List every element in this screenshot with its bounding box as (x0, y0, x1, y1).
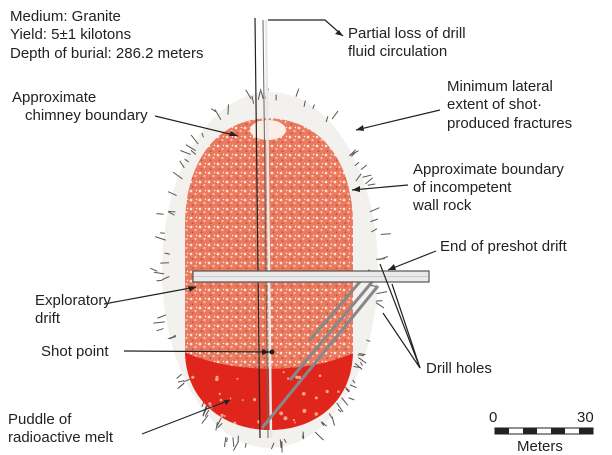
melt-speckle (342, 425, 344, 427)
fracture-tick (338, 409, 341, 412)
incompetent-label-1: Approximate boundary (413, 161, 564, 178)
fracture-tick (153, 322, 164, 323)
scale-unit: Meters (517, 438, 563, 455)
melt-speckle (214, 425, 216, 427)
incompetent-label-2: of incompetent (413, 179, 512, 196)
min-lateral-label-3: produced fractures (447, 115, 572, 132)
fracture-tick (245, 443, 246, 448)
melt-speckle (293, 419, 295, 421)
fracture-tick (332, 111, 338, 119)
melt-speckle (279, 411, 283, 415)
melt-speckle (315, 396, 318, 399)
fracture-tick (349, 398, 355, 400)
scale-start: 0 (489, 409, 497, 426)
min-lateral-label-1: Minimum lateral (447, 78, 553, 95)
exploratory-drift (193, 271, 429, 282)
exploratory-label-2: drift (35, 310, 61, 327)
puddle-label-2: radioactive melt (8, 429, 114, 446)
scale-bar: 0 30 Meters (489, 409, 594, 455)
partial-loss-label-2: fluid circulation (348, 43, 447, 60)
depth-text: Depth of burial: 286.2 meters (10, 45, 203, 62)
fracture-tick (150, 268, 157, 271)
scale-end: 30 (577, 409, 594, 426)
fracture-tick (376, 303, 384, 308)
fracture-tick (315, 432, 323, 440)
melt-speckle (294, 422, 296, 424)
fracture-tick (365, 178, 372, 184)
fracture-tick (381, 234, 391, 235)
melt-speckle (326, 390, 329, 393)
melt-speckle (219, 393, 221, 395)
melt-speckle (191, 376, 194, 379)
melt-speckle (284, 416, 288, 420)
melt-speckle (253, 398, 256, 401)
fracture-tick (368, 184, 376, 185)
exploratory-label-1: Exploratory (35, 292, 111, 309)
fracture-tick (157, 315, 166, 318)
drill-holes-label: Drill holes (426, 360, 492, 377)
melt-speckle (230, 398, 232, 400)
melt-speckle (220, 399, 223, 402)
melt-speckle (302, 392, 306, 396)
fracture-tick (224, 437, 225, 447)
fracture-tick (358, 355, 364, 356)
fracture-tick (177, 374, 182, 379)
chimney-boundary-label-1: Approximate (12, 89, 96, 106)
fracture-tick (227, 438, 228, 442)
fracture-tick (156, 329, 163, 331)
fracture-tick (379, 257, 388, 260)
melt-speckle (200, 414, 202, 416)
melt-speckle (283, 371, 285, 373)
puddle-label-1: Puddle of (8, 411, 72, 428)
melt-speckle (236, 378, 238, 380)
partial-loss-label-1: Partial loss of drill (348, 25, 466, 42)
fracture-tick (296, 89, 299, 97)
melt-speckle (337, 390, 340, 393)
melt-speckle (319, 374, 322, 377)
fracture-tick (178, 381, 184, 383)
fracture-tick (169, 211, 176, 212)
melt-speckle (224, 415, 226, 417)
melt-speckle (215, 378, 219, 382)
test-info: Medium: Granite Yield: 5±1 kilotons Dept… (10, 8, 203, 62)
melt-speckle (302, 409, 306, 413)
fracture-tick (202, 415, 208, 423)
fracture-tick (233, 441, 238, 450)
fracture-tick (363, 175, 372, 177)
shot-point-marker (270, 350, 275, 355)
melt-speckle (208, 402, 211, 405)
melt-speckle (220, 414, 223, 417)
yield-text: Yield: 5±1 kilotons (10, 26, 131, 43)
min-lateral-label-2: extent of shot· (447, 96, 542, 113)
fracture-tick (156, 280, 162, 281)
melt-speckle (287, 377, 289, 379)
incompetent-label-3: wall rock (412, 197, 472, 214)
fracture-tick (361, 165, 367, 170)
fracture-tick (377, 292, 388, 294)
fracture-tick (233, 437, 234, 447)
fracture-tick (303, 432, 304, 440)
chimney-boundary-label-2: chimney boundary (25, 107, 148, 124)
melt-speckle (314, 412, 318, 416)
preshot-drift-label: End of preshot drift (440, 238, 568, 255)
melt-speckle (242, 399, 244, 401)
medium-text: Medium: Granite (10, 8, 121, 25)
fracture-tick (156, 214, 163, 215)
shot-point-label: Shot point (41, 343, 109, 360)
fracture-tick (177, 384, 183, 389)
